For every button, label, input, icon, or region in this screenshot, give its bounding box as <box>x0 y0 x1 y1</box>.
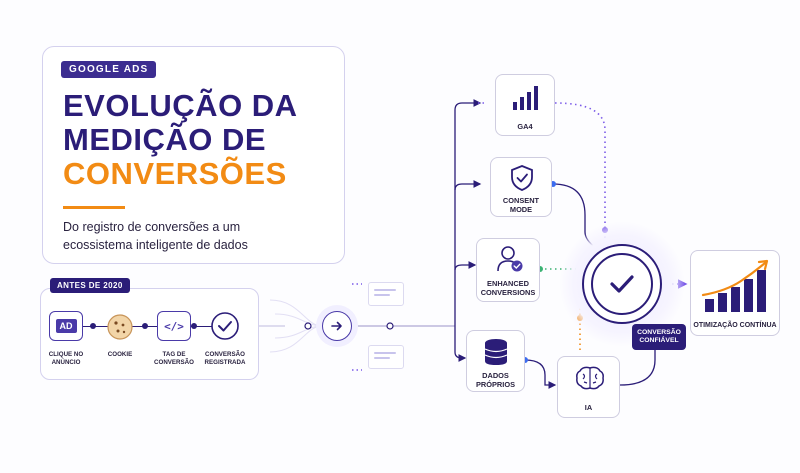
code-text: </> <box>164 319 184 333</box>
node-ai: IA <box>557 356 620 418</box>
hero-title-line-3: CONVERSÕES <box>63 156 287 191</box>
growth-chart-icon <box>701 259 773 318</box>
ad-text: AD <box>55 319 77 333</box>
ad-click-icon: AD <box>49 311 83 341</box>
node-label-first-party: DADOS PRÓPRIOS <box>475 371 515 389</box>
cookie-icon <box>106 313 134 341</box>
legacy-badge: ANTES DE 2020 <box>50 278 130 293</box>
node-label-ga4: GA4 <box>517 122 533 131</box>
step-label-click: CLIQUE NO ANÚNCIO <box>48 351 84 366</box>
node-ga4: GA4 <box>495 74 555 136</box>
legacy-flow-card: AD CLIQUE NO ANÚNCIO COOKIE </> TAG DE C… <box>40 288 259 380</box>
step-label-tag: TAG DE CONVERSÃO <box>154 351 194 366</box>
user-check-icon <box>497 245 523 278</box>
node-label-ai: IA <box>584 403 593 412</box>
node-first-party-data: DADOS PRÓPRIOS <box>466 330 525 392</box>
document-card <box>368 345 404 369</box>
hero-title: EVOLUÇÃO DA MEDIÇÃO DE CONVERSÕES <box>63 89 298 191</box>
node-consent-mode: CONSENT MODE <box>490 157 552 217</box>
transition-arrow-icon <box>322 311 352 341</box>
hero-title-line-2: MEDIÇÃO DE <box>63 122 267 157</box>
flow-dot <box>191 323 197 329</box>
hero-subtitle: Do registro de conversões a um ecossiste… <box>63 220 248 252</box>
node-enhanced-conversions: ENHANCED CONVERSIONS <box>476 238 540 302</box>
database-icon <box>483 338 509 371</box>
node-label-optimization: OTIMIZAÇÃO CONTÍNUA <box>693 322 777 329</box>
flow-dot <box>90 323 96 329</box>
node-continuous-optimization: OTIMIZAÇÃO CONTÍNUA <box>690 250 780 336</box>
code-tag-icon: </> <box>157 311 191 341</box>
node-label-enhanced: ENHANCED CONVERSIONS <box>480 279 536 297</box>
check-circle-icon <box>210 311 240 341</box>
hero-tag: GOOGLE ADS <box>61 61 157 78</box>
hero-card: GOOGLE ADS EVOLUÇÃO DA MEDIÇÃO DE CONVER… <box>42 46 345 264</box>
step-label-cookie: COOKIE <box>107 351 133 358</box>
shield-check-icon <box>509 164 535 197</box>
brain-icon <box>575 365 605 396</box>
document-card <box>368 282 404 306</box>
bar-chart-icon <box>512 85 540 116</box>
check-circle-icon <box>591 253 653 315</box>
step-label-converted: CONVERSÃO REGISTRADA <box>204 351 246 366</box>
hub-caption: CONVERSÃO CONFIÁVEL <box>632 324 686 350</box>
flow-dot <box>142 323 148 329</box>
node-label-consent: CONSENT MODE <box>502 196 540 214</box>
hero-title-line-1: EVOLUÇÃO DA <box>63 88 298 123</box>
hero-accent-rule <box>63 206 125 209</box>
